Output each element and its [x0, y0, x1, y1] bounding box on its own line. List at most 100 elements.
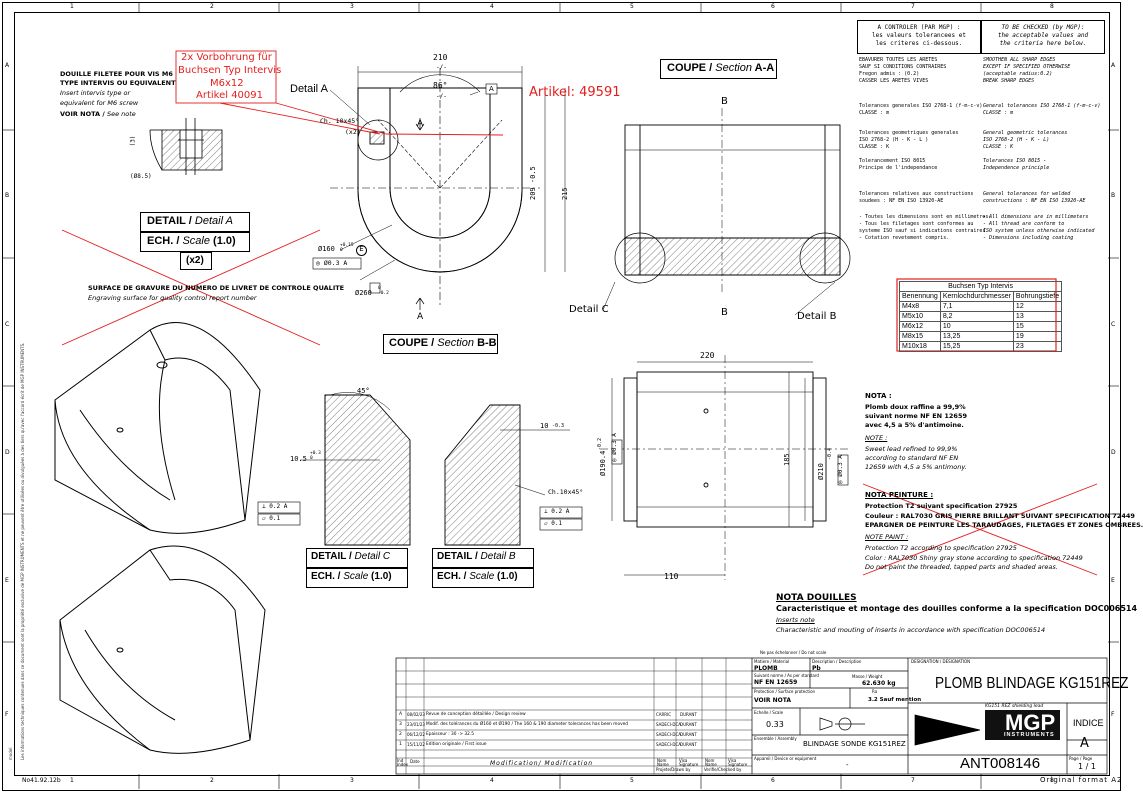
tolerance-en: General tolerances ISO 2768-1 (f-m-c-v) … [983, 103, 1101, 116]
control-fr-text: A CONTROLER (PAR MGP) : les valeurs tole… [872, 24, 966, 47]
row-marker-left: E [5, 577, 9, 584]
douille-voir-text: VOIR NOTA [60, 110, 101, 118]
detail-c-scale: ECH. / Scale (1.0) [311, 571, 392, 582]
rev-head-nom: Nom Name [657, 758, 669, 767]
detail-a-drawing [149, 118, 223, 175]
detail-b-drawing [444, 404, 570, 546]
tolerance-en: SMOOTHEN ALL SHARP EDGES EXCEPT IF SPECI… [983, 57, 1071, 84]
coupe-aa-title-box: COUPE / Section A-A [660, 59, 777, 79]
tb-masse-label: Masse / Weight [852, 674, 883, 679]
detail-a-scale-en: Scale [182, 235, 210, 247]
detail-c-flat: ▱ 0.1 [262, 515, 281, 522]
col-marker-top: 4 [490, 3, 494, 10]
revision-date: 23/01/23 [407, 722, 425, 727]
douille-see-text: See note [106, 110, 136, 118]
detail-b-title-box: DETAIL / Detail B [432, 548, 534, 568]
dia-160-tol: +0.15 0 [340, 243, 354, 253]
tb-ra-label: Ra [872, 689, 878, 694]
row-marker-right: E [1111, 577, 1115, 584]
bottom-right-format: Original format A2 [1040, 776, 1123, 784]
nota-title-en: NOTE : [865, 434, 888, 442]
row-marker-left: F [5, 711, 9, 718]
detail-c-title: DETAIL / Detail C [311, 551, 391, 562]
revision-date: 08/02/23 [407, 712, 425, 717]
table-cell: 13 [1012, 311, 1063, 322]
rev-head-visa: Visa Signature [679, 758, 699, 767]
tolerance-fr: Tolerances geometriques generales ISO 27… [859, 130, 959, 150]
tol-circ: ◎ Ø0.3 A [316, 259, 348, 267]
table-cell: M4x8 [899, 301, 941, 312]
detail-b-title-fr: DETAIL [437, 551, 473, 562]
vorbohrung-line2: Buchsen Typ Intervis [178, 65, 282, 76]
douilles-title: NOTA DOUILLES [776, 593, 857, 603]
detail-b-flat: ▱ 0.1 [544, 520, 563, 527]
row-marker-left: B [5, 192, 10, 199]
table-cell: 19 [1012, 331, 1063, 342]
detail-b-chamfer: Ch.10x45° [548, 488, 584, 496]
table-cell: M5x10 [899, 311, 941, 322]
vorbohrung-line3: M6x12 [210, 78, 244, 89]
revision-visa: DURANT [680, 712, 697, 717]
tolerance-en: - All dimensions are in millimeters - Al… [983, 214, 1095, 241]
detail-a-title-fr: DETAIL [147, 215, 186, 227]
tb-materiel: PLOMB [754, 665, 778, 672]
row-marker-right: A [1111, 62, 1116, 69]
vorbohrung-line1: 2x Vorbohrung für [181, 52, 272, 63]
tb-ra: 3.2 Sauf mention [868, 697, 922, 703]
coupe-aa-b-bottom: B [721, 307, 728, 318]
coupe-bb-en: Section [437, 337, 474, 349]
peinture-fr: Protection T2 suivant specification 2792… [865, 502, 1143, 529]
detail-a-scale-val: (1.0) [213, 235, 236, 247]
detail-b-scale-val: (1.0) [497, 571, 518, 582]
surface-note-en: Engraving surface for quality control re… [88, 294, 257, 302]
tb-designation-en: KG151 REZ shielding lead [985, 704, 1044, 709]
detail-c-ech: ECH. [311, 571, 335, 582]
side-view-drawing [600, 355, 850, 580]
coupe-aa-en: Section [715, 62, 752, 74]
detail-c-angle: 45° [357, 387, 370, 395]
tb-desc-label: Description / Description [812, 659, 862, 664]
control-en-text: TO BE CHECKED (by MGP): the acceptable v… [997, 24, 1089, 47]
detail-a-qty-box: (x2) [180, 252, 212, 270]
tb-ensemble-label: Ensemble / Assembly [754, 736, 797, 741]
detail-a-dim-3: (3) [129, 135, 137, 147]
tb-ensemble: BLINDAGE SONDE KG151REZ [803, 740, 906, 748]
detail-a-ech: ECH. [147, 235, 174, 247]
dim-angle: 86° [433, 81, 448, 90]
col-marker-bottom: 3 [350, 777, 354, 784]
douille-voir: VOIR NOTA / See note [60, 110, 136, 118]
tb-designation: PLOMB BLINDAGE KG151REZ [935, 675, 1129, 692]
tb-page: 1 / 1 [1078, 762, 1096, 771]
revision-name: SADECI-DCA [656, 722, 681, 727]
douille-en2: equivalent for M6 screw [60, 99, 139, 107]
detail-c-scale-en: Scale [343, 571, 369, 582]
tb-appareil: - [846, 761, 849, 769]
side-tol1: ◎ Ø0.3 A [611, 433, 618, 462]
detail-a-dim-dia: (Ø8.5) [130, 173, 152, 180]
detail-b-callout: Detail B [797, 311, 837, 322]
detail-c-title-fr: DETAIL [311, 551, 347, 562]
detail-c-dim: 10.5 [290, 455, 307, 463]
tb-company1: MGP [1005, 710, 1056, 735]
revision-visa: DURANT [680, 742, 697, 747]
buchsen-header: Bohrungstiefe [1012, 291, 1063, 302]
col-marker-bottom: 4 [490, 777, 494, 784]
revision-name: SADECI-DCA [656, 742, 681, 747]
col-marker-bottom: 8 [1050, 777, 1054, 784]
detail-c-flat-val: 0.1 [269, 515, 281, 522]
nota-fr: Plomb doux raffine a 99,9% suivant norme… [865, 403, 967, 429]
detail-b-perp: ⊥ 0.2 A [544, 508, 570, 515]
detail-a-label-box: DETAIL / Detail A [140, 212, 250, 232]
col-marker-top: 2 [210, 3, 214, 10]
rev-head-date: Date [410, 759, 420, 764]
tb-norme-label: Suivant norme / As per standard [754, 673, 819, 678]
table-cell: 23 [1012, 341, 1063, 352]
nota-en: Sweet lead refined to 99,9% according to… [865, 445, 967, 471]
tolerance-en: General geometric tolerances ISO 2768-2 … [983, 130, 1068, 150]
douilles-en: Characteristic and mouting of inserts in… [776, 626, 1046, 634]
tb-designation-label: DESIGNATION / DESIGNATION [911, 659, 971, 664]
